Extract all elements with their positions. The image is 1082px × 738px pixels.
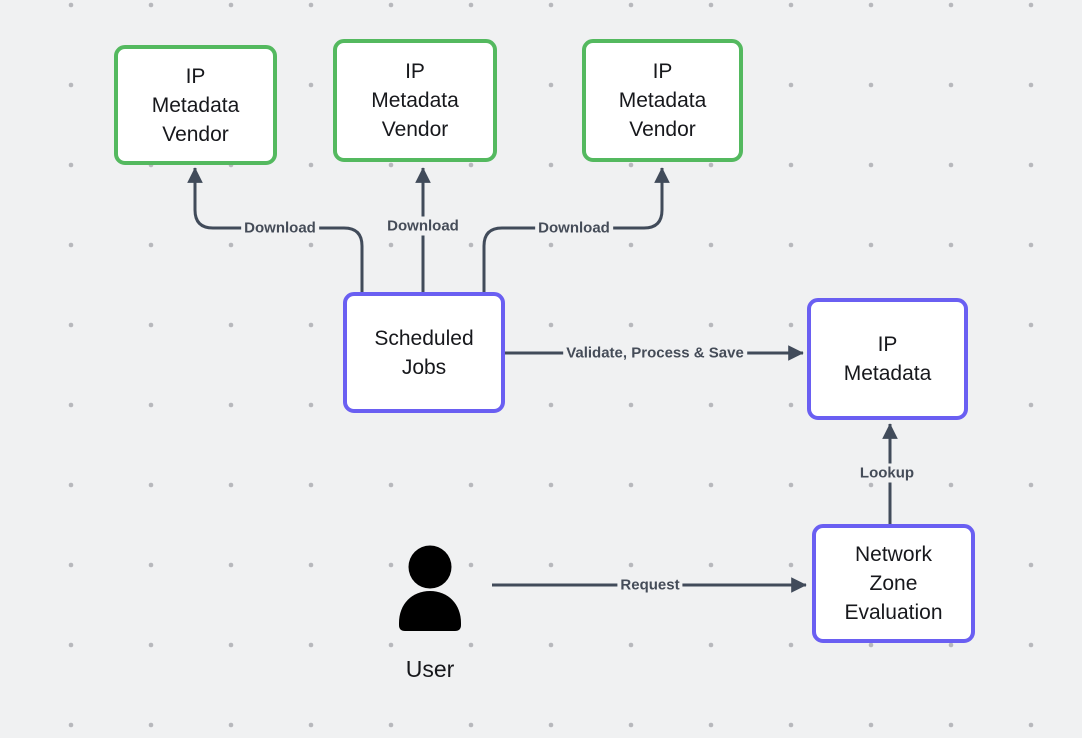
person-head bbox=[408, 545, 452, 589]
actor-user: User bbox=[395, 543, 465, 683]
node-label: IP Metadata Vendor bbox=[618, 60, 707, 141]
node-network-zone-evaluation: Network Zone Evaluation bbox=[812, 524, 975, 643]
person-icon bbox=[399, 545, 461, 631]
node-ip-metadata-vendor-2: IP Metadata Vendor bbox=[333, 39, 497, 162]
node-ip-metadata: IP Metadata bbox=[807, 298, 968, 420]
node-ip-metadata-vendor-3: IP Metadata Vendor bbox=[582, 39, 743, 162]
node-label: IP Metadata Vendor bbox=[151, 64, 240, 146]
edge-label-download-right: Download bbox=[535, 218, 613, 238]
node-label: Scheduled Jobs bbox=[374, 326, 474, 379]
node-label: IP Metadata Vendor bbox=[371, 60, 459, 141]
person-body bbox=[399, 591, 461, 631]
edge-label-download-left: Download bbox=[241, 218, 319, 238]
edge-label-request: Request bbox=[617, 575, 683, 595]
edge-label-lookup: Lookup bbox=[856, 463, 918, 483]
edge-label-validate-process-save: Validate, Process & Save bbox=[563, 343, 747, 363]
node-ip-metadata-vendor-1: IP Metadata Vendor bbox=[114, 45, 277, 165]
node-label: IP Metadata bbox=[843, 333, 932, 385]
edge-label-download-middle: Download bbox=[384, 216, 462, 236]
node-scheduled-jobs: Scheduled Jobs bbox=[343, 292, 505, 413]
actor-user-label: User bbox=[405, 656, 455, 682]
node-label: Network Zone Evaluation bbox=[844, 543, 943, 624]
